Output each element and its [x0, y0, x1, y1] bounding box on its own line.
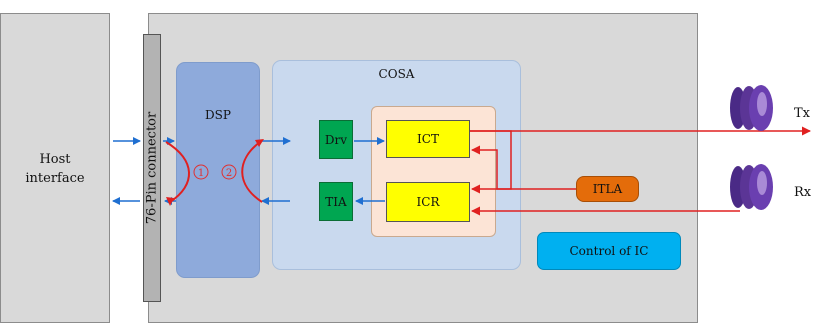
ict-loop-line	[470, 130, 512, 194]
rx-lens-icon	[730, 164, 773, 210]
itla-block: ITLA	[576, 176, 639, 202]
host-interface-block	[0, 13, 110, 323]
marker-circle-2	[221, 164, 237, 180]
drv-block: Drv	[319, 120, 353, 159]
dsp-block	[176, 62, 260, 278]
marker-number-1: 1	[198, 168, 204, 179]
marker-circle-1	[193, 164, 209, 180]
host-label-line1: Host	[39, 152, 71, 167]
marker-number-2: 2	[226, 168, 232, 179]
loopback-curve-1-head	[166, 197, 174, 206]
ict-block: ICT	[386, 120, 470, 158]
tx-label: Tx	[794, 106, 811, 121]
rx-label: Rx	[794, 185, 812, 200]
tia-block: TIA	[319, 182, 353, 221]
loopback-curve-2-head	[255, 139, 264, 147]
loopback-curve-2	[241, 141, 263, 203]
host-interface-label: Host interface	[0, 150, 110, 188]
host-label-line2: interface	[25, 171, 85, 186]
itla-to-ict-line	[471, 145, 576, 190]
pin-connector	[143, 34, 161, 302]
dsp-label: DSP	[205, 108, 231, 122]
loopback-curve-1	[165, 141, 190, 203]
control-of-ic-block: Control of IC	[537, 232, 681, 270]
tx-lens-icon	[730, 85, 773, 131]
icr-block: ICR	[386, 182, 470, 222]
cosa-label: COSA	[378, 67, 415, 81]
